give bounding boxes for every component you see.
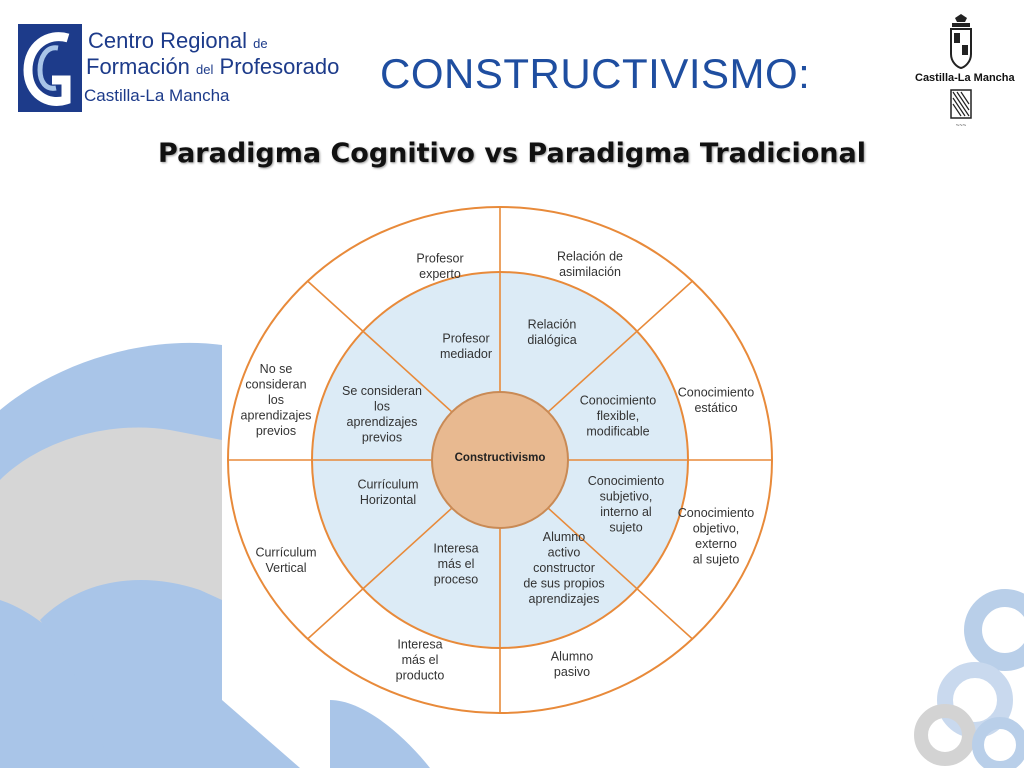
spoke-line [307,280,453,413]
center-label: Constructivismo [455,452,546,464]
logo-castilla-la-mancha: ~~~ Castilla-La Mancha [915,14,1015,132]
spoke-line [547,507,693,640]
logo-line-3: Castilla-La Mancha [84,86,230,105]
logo-line-2: Formación del Profesorado [86,54,340,79]
center-circle [431,391,569,529]
logo-g-icon [18,24,82,112]
page-title: CONSTRUCTIVISMO: [380,50,811,97]
spoke-line [307,507,453,640]
logo-right-text: Castilla-La Mancha [915,72,1015,84]
logo-centro-regional: Centro Regional de Formación del Profeso… [18,24,339,116]
page-subtitle: Paradigma Cognitivo vs Paradigma Tradici… [158,138,866,169]
coat-of-arms-icon: ~~~ [950,14,972,129]
svg-text:~~~: ~~~ [956,123,967,129]
logo-line-1: Centro Regional de [88,28,268,53]
spoke-line [547,280,693,413]
